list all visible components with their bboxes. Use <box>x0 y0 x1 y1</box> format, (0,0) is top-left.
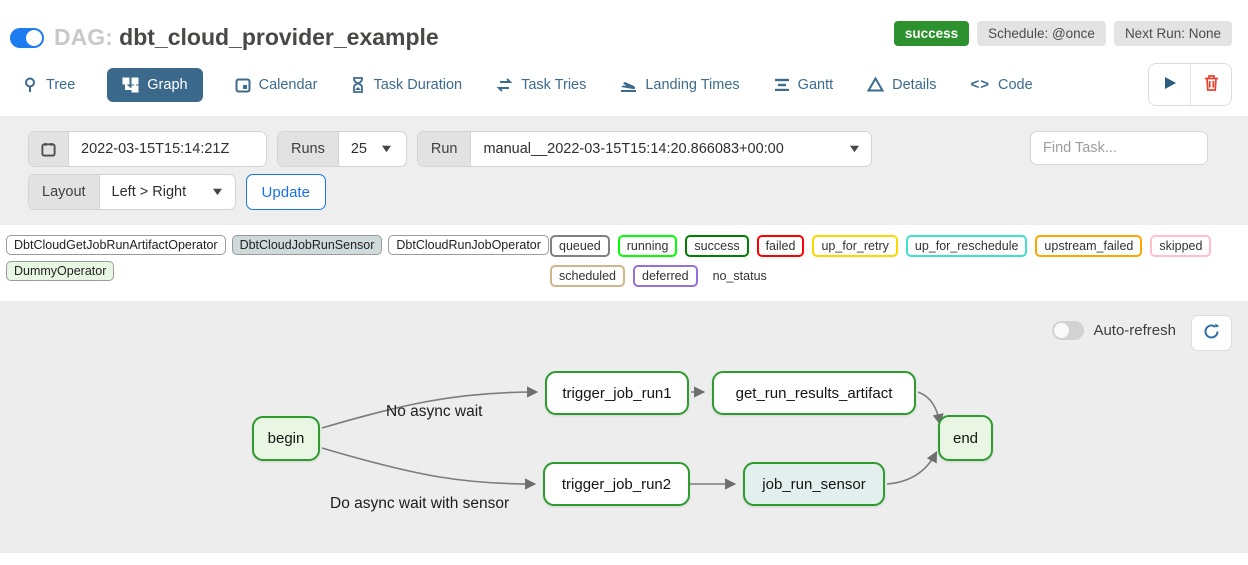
view-tabbar: Tree Graph Calendar Task Duration Task T… <box>0 51 1248 116</box>
layout-value: Left > Right <box>111 184 187 200</box>
runs-count-select[interactable]: 25 ▼ <box>338 132 406 166</box>
tab-label: Tree <box>46 76 76 93</box>
dag-node-trigger-job-run2[interactable]: trigger_job_run2 <box>543 462 690 506</box>
run-label: Run <box>417 132 472 166</box>
find-task-input[interactable] <box>1030 131 1208 165</box>
status-legend-badge: queued <box>550 235 610 257</box>
dag-node-get-run-results-artifact[interactable]: get_run_results_artifact <box>712 371 916 415</box>
tab-label: Details <box>892 76 937 93</box>
status-legend: queued running success failed up_for_retry up… <box>550 235 1248 287</box>
status-legend-no-status: no_status <box>712 269 767 283</box>
dag-edges <box>321 386 944 490</box>
delete-dag-button[interactable] <box>1190 64 1231 105</box>
run-select[interactable]: manual__2022-03-15T15:14:20.866083+00:00… <box>471 132 872 166</box>
triangle-icon <box>867 77 885 92</box>
auto-refresh-toggle[interactable] <box>1052 321 1085 340</box>
toggle-knob <box>26 29 42 46</box>
runs-group: Runs 25 ▼ <box>277 131 407 167</box>
chevron-down-icon: ▼ <box>209 186 225 198</box>
status-legend-badge: deferred <box>633 265 698 287</box>
status-legend-badge: running <box>617 235 678 257</box>
operator-badge: DummyOperator <box>6 261 115 281</box>
dag-node-trigger-job-run1[interactable]: trigger_job_run1 <box>545 371 689 415</box>
refresh-icon <box>1203 323 1220 343</box>
trigger-dag-button[interactable] <box>1149 64 1190 105</box>
tab-tree[interactable]: Tree <box>20 68 77 102</box>
tab-calendar[interactable]: Calendar <box>233 68 320 102</box>
graph-panel: Auto-refresh begin trigger_job_run1 get_… <box>0 301 1248 553</box>
execution-date-input[interactable] <box>69 132 266 166</box>
execution-date-group <box>28 131 267 167</box>
tab-label: Gantt <box>797 76 834 93</box>
runs-count-value: 25 <box>350 141 367 157</box>
edge-label-no-async-wait: No async wait <box>386 403 483 420</box>
play-icon <box>1163 76 1177 93</box>
status-legend-badge: success <box>685 235 749 257</box>
status-legend-badge: skipped <box>1150 235 1212 257</box>
dag-name: dbt_cloud_provider_example <box>119 24 439 50</box>
calendar-icon <box>235 77 251 93</box>
dag-node-begin[interactable]: begin <box>252 416 320 461</box>
code-icon: <> <box>970 76 990 93</box>
update-button[interactable]: Update <box>245 174 326 210</box>
chevron-down-icon: ▼ <box>846 143 862 155</box>
run-value: manual__2022-03-15T15:14:20.866083+00:00 <box>483 141 784 157</box>
next-run-badge: Next Run: None <box>1113 21 1232 46</box>
filter-bar: Runs 25 ▼ Run manual__2022-03-15T15:14:2… <box>0 116 1248 225</box>
retry-arrows-icon <box>496 77 513 92</box>
refresh-button[interactable] <box>1191 315 1232 351</box>
schedule-badge: Schedule: @once <box>977 21 1106 46</box>
gantt-bars-icon <box>774 78 790 91</box>
tab-details[interactable]: Details <box>865 68 938 102</box>
tab-label: Task Tries <box>521 76 587 93</box>
page-title: DAG: dbt_cloud_provider_example <box>54 24 439 51</box>
dag-prefix-label: DAG: <box>54 24 113 50</box>
tab-graph[interactable]: Graph <box>107 67 203 102</box>
auto-refresh-label: Auto-refresh <box>1093 322 1176 339</box>
tab-landing-times[interactable]: Landing Times <box>618 68 741 102</box>
tab-code[interactable]: <> Code <box>968 67 1034 102</box>
tab-task-duration[interactable]: Task Duration <box>349 68 464 102</box>
status-legend-badge: upstream_failed <box>1035 235 1143 257</box>
tab-label: Graph <box>147 76 188 93</box>
operator-badge: DbtCloudRunJobOperator <box>388 235 549 255</box>
status-badge: success <box>893 21 970 46</box>
tab-label: Calendar <box>258 76 318 93</box>
layout-group: Layout Left > Right ▼ <box>28 174 236 210</box>
tab-gantt[interactable]: Gantt <box>772 68 835 102</box>
layout-select[interactable]: Left > Right ▼ <box>99 175 235 209</box>
status-legend-badge: scheduled <box>550 265 625 287</box>
status-legend-badge: up_for_reschedule <box>905 235 1028 257</box>
tree-icon <box>22 77 38 93</box>
chevron-down-icon: ▼ <box>378 143 395 155</box>
dag-node-end[interactable]: end <box>938 415 993 461</box>
graph-icon <box>122 77 139 93</box>
operator-badge: DbtCloudGetJobRunArtifactOperator <box>6 235 226 255</box>
edge-label-do-async-wait: Do async wait with sensor <box>330 495 510 512</box>
hourglass-icon <box>351 76 365 93</box>
status-legend-badge: up_for_retry <box>812 235 898 257</box>
tab-label: Landing Times <box>645 76 740 93</box>
tab-task-tries[interactable]: Task Tries <box>494 68 588 102</box>
dag-node-job-run-sensor[interactable]: job_run_sensor <box>743 462 885 506</box>
dag-action-buttons <box>1148 63 1232 106</box>
dag-pause-toggle[interactable] <box>10 27 44 48</box>
tab-label: Code <box>998 76 1033 93</box>
toggle-knob <box>1054 323 1070 338</box>
layout-label: Layout <box>29 175 100 209</box>
tab-label: Task Duration <box>373 76 463 93</box>
trash-icon <box>1204 75 1219 94</box>
status-legend-badge: failed <box>756 235 805 257</box>
runs-label: Runs <box>278 132 339 166</box>
calendar-picker-button[interactable] <box>29 132 69 166</box>
page-header: DAG: dbt_cloud_provider_example success … <box>0 0 1248 51</box>
operator-badge: DbtCloudJobRunSensor <box>231 235 383 255</box>
plane-landing-icon <box>620 77 637 92</box>
calendar-icon <box>41 142 56 157</box>
run-group: Run manual__2022-03-15T15:14:20.866083+0… <box>416 131 873 167</box>
